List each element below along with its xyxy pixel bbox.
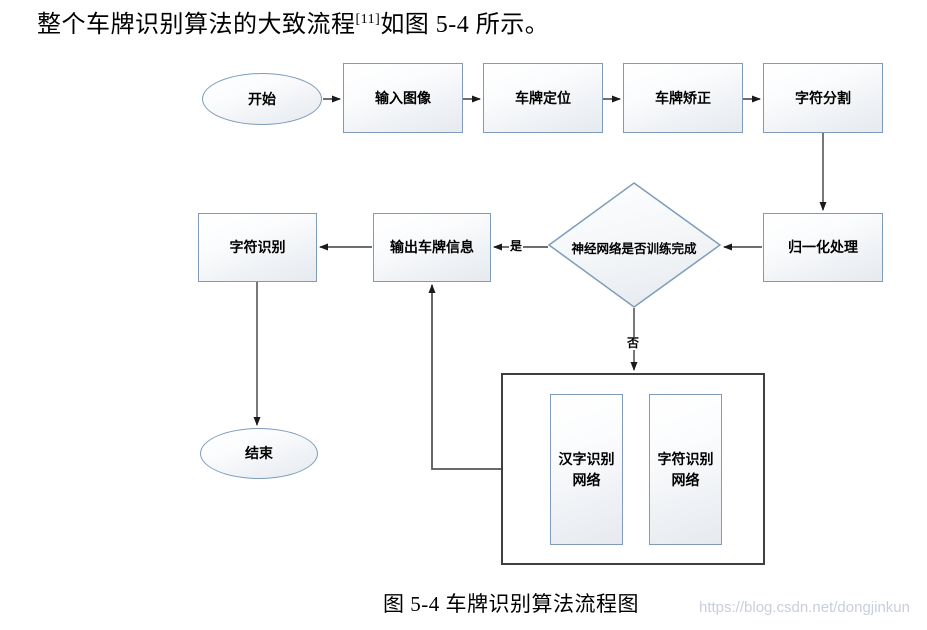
watermark-url: https://blog.csdn.net/dongjinkun [699, 599, 910, 616]
node-char-recognize: 字符识别 [198, 213, 317, 282]
node-output-info: 输出车牌信息 [373, 213, 491, 282]
figure-caption: 图 5-4 车牌识别算法流程图 [383, 592, 639, 616]
node-plate-correct: 车牌矫正 [623, 63, 743, 133]
node-plate-correct-label: 车牌矫正 [655, 89, 711, 106]
node-output-info-label: 输出车牌信息 [390, 239, 474, 255]
node-end-label: 结束 [245, 445, 273, 461]
citation-superscript: [11] [355, 12, 381, 27]
node-decision-label: 神经网络是否训练完成 [571, 241, 697, 256]
node-char-segment-label: 字符分割 [795, 89, 851, 106]
node-start-label: 开始 [248, 90, 276, 107]
training-networks-container [501, 373, 765, 565]
node-start: 开始 [202, 73, 322, 125]
node-char-network-label: 字符识别网络 [657, 450, 714, 488]
node-char-segment: 字符分割 [763, 63, 883, 133]
decision-diamond-shape [547, 182, 722, 308]
node-input-image-label: 输入图像 [375, 89, 431, 106]
node-normalize-label: 归一化处理 [788, 239, 858, 255]
heading-text-before: 整个车牌识别算法的大致流程 [37, 12, 356, 38]
node-input-image: 输入图像 [343, 63, 463, 133]
node-decision: 神经网络是否训练完成 [556, 237, 712, 257]
heading-text-after: 如图 5-4 所示。 [380, 12, 550, 38]
edge-container-to-output-feedback [428, 284, 501, 470]
node-char-recognize-label: 字符识别 [229, 239, 286, 255]
edge-label-no: 否 [626, 336, 641, 351]
paragraph-text: 整个车牌识别算法的大致流程[11]如图 5-4 所示。 [37, 4, 549, 39]
node-plate-locate-label: 车牌定位 [515, 89, 571, 106]
node-end: 结束 [200, 428, 318, 479]
node-hanzi-network: 汉字识别网络 [550, 394, 623, 545]
node-char-network: 字符识别网络 [649, 394, 722, 545]
node-normalize: 归一化处理 [763, 213, 883, 282]
edge-label-yes: 是 [509, 239, 524, 254]
node-hanzi-network-label: 汉字识别网络 [558, 450, 615, 488]
node-plate-locate: 车牌定位 [483, 63, 603, 133]
